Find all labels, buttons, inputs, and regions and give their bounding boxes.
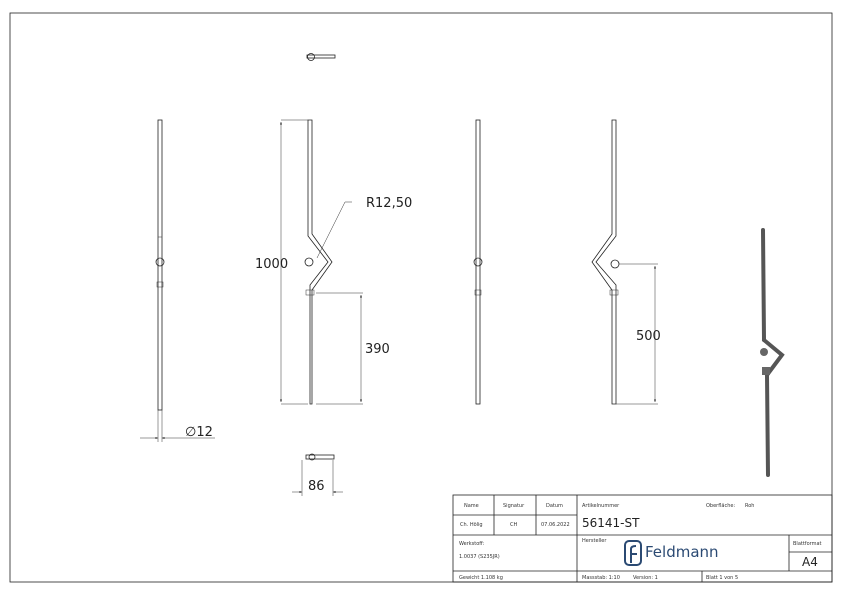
material-label: Werkstoff: (459, 541, 485, 547)
manufacturer-label: Hersteller (582, 538, 607, 544)
article-number: 56141-ST (582, 516, 640, 530)
version: Version: 1 (633, 575, 658, 581)
material-value: 1.0037 (S235JR) (459, 554, 500, 560)
isometric-view (760, 228, 785, 477)
article-label: Artikelnummer (582, 503, 620, 509)
signature-label: Signatur (503, 503, 525, 509)
format-label: Blattformat (793, 541, 822, 547)
top-view (306, 53, 336, 61)
title-block-grid (452, 494, 833, 583)
side-view-left (140, 119, 215, 442)
name-label: Name (464, 503, 479, 509)
scale: Massstab: 1:10 (582, 575, 620, 581)
lower-height-dimension: 390 (365, 342, 390, 357)
front-view (280, 119, 363, 405)
radius-dimension: R12,50 (366, 196, 412, 211)
date-value: 07.06.2022 (541, 522, 570, 528)
signature-value: CH (510, 522, 517, 528)
date-label: Datum (546, 503, 563, 509)
side-view-right (473, 119, 483, 405)
bottom-view (292, 453, 343, 496)
sheet-border (9, 12, 833, 583)
width-dimension: 86 (308, 479, 325, 494)
name-value: Ch. Hölig (460, 522, 483, 528)
length-dimension: 1000 (255, 257, 288, 272)
surface-label: Oberfläche: (706, 503, 735, 509)
logo-text: Feldmann (645, 543, 719, 561)
weight: Gewicht 1.108 kg (459, 575, 503, 581)
feldmann-logo: Feldmann (624, 540, 719, 566)
format-value: A4 (802, 555, 818, 569)
back-view (591, 119, 658, 405)
sheet-number: Blatt 1 von 5 (706, 575, 738, 581)
ball-height-dimension: 500 (636, 329, 661, 344)
surface-value: Roh (745, 503, 754, 509)
diameter-dimension: ∅12 (185, 425, 213, 440)
